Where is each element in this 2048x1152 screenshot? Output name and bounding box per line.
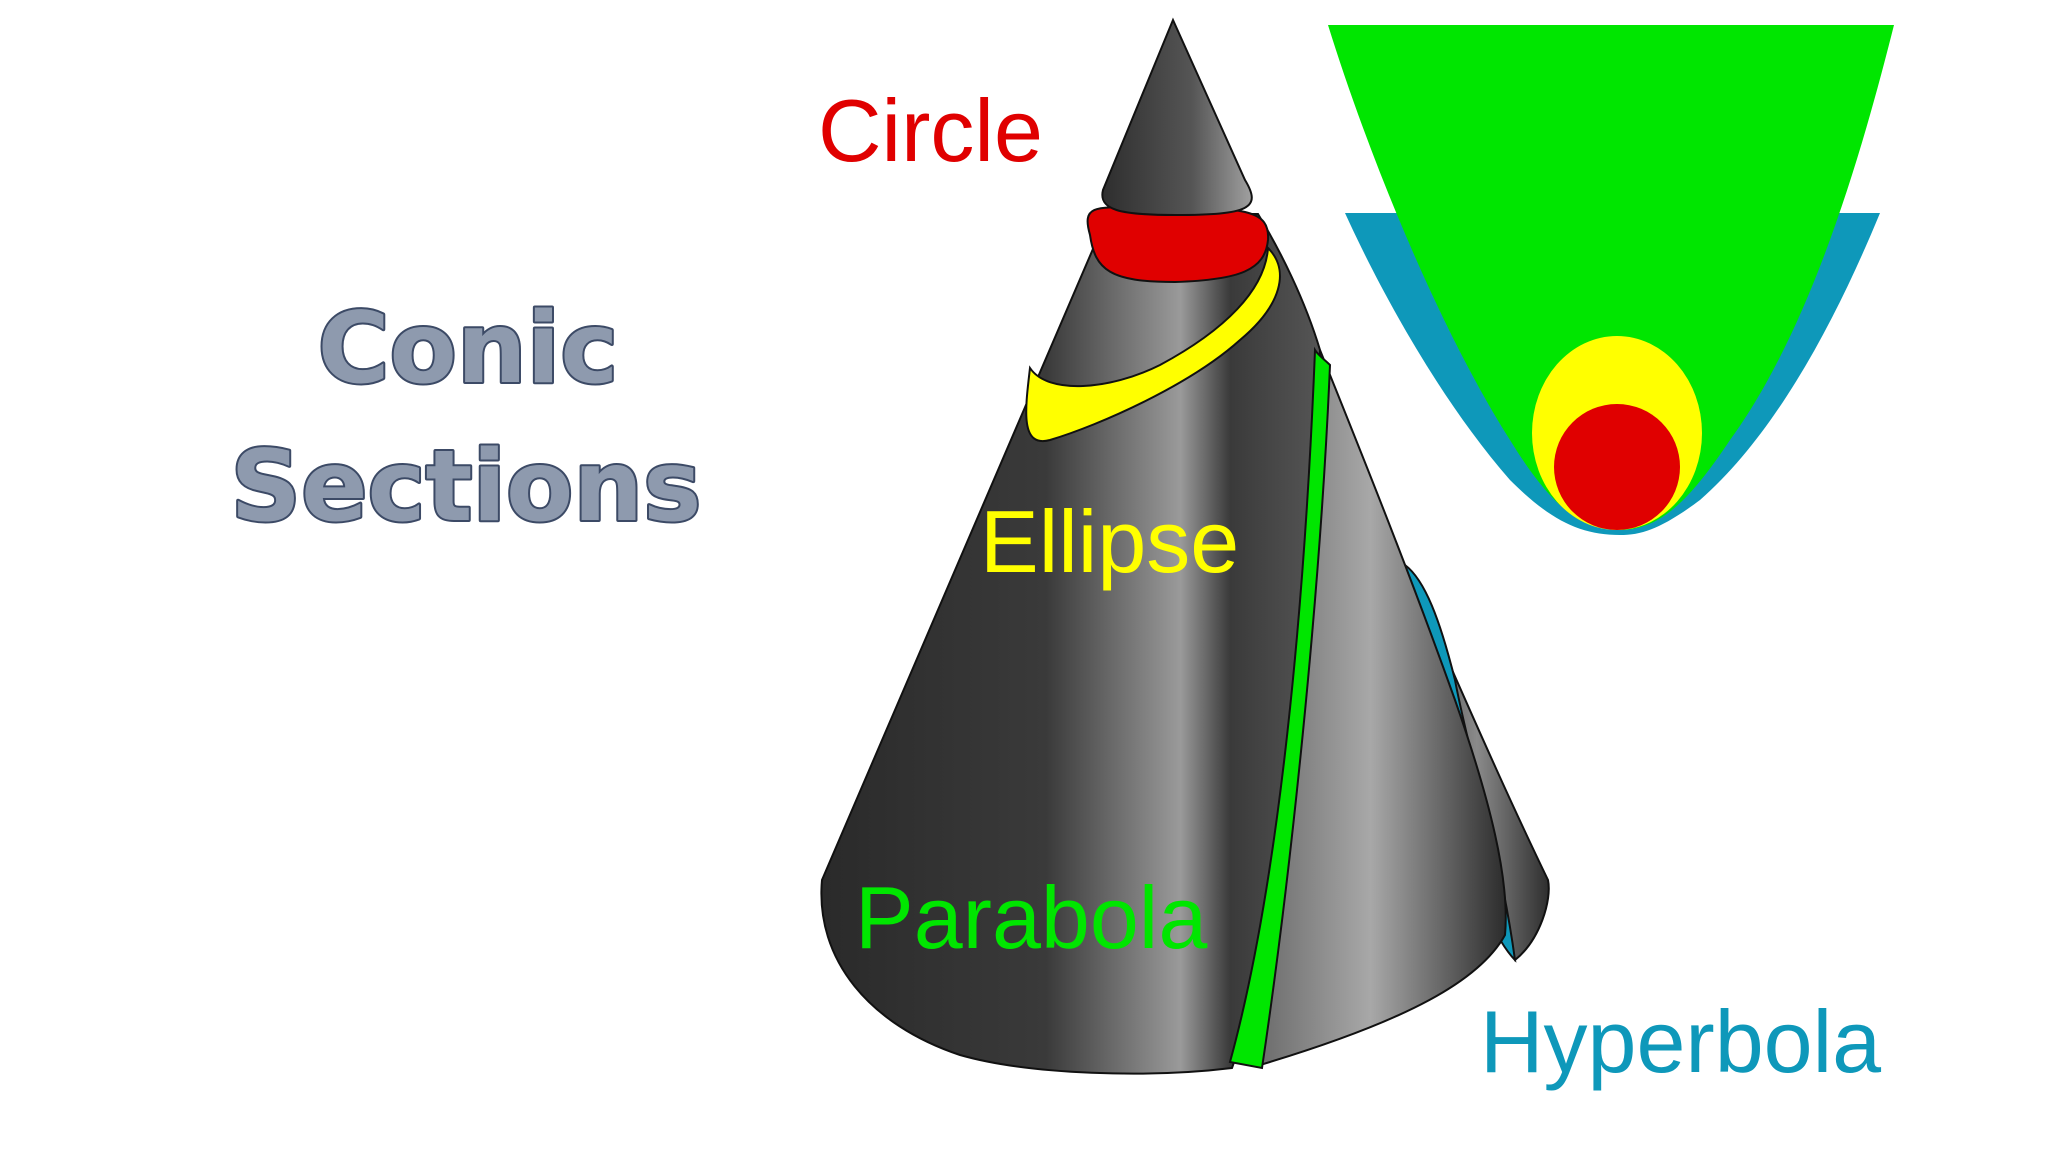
circle-shape [1554,404,1680,530]
ellipse-band [1025,245,1281,443]
title-line-2: Sections [230,430,701,544]
nested-conics-figure [1328,25,1894,535]
label-parabola: Parabola [855,868,1207,967]
parabola-shape [1328,25,1894,530]
label-ellipse: Ellipse [980,492,1239,591]
section-labels: Circle Ellipse Parabola Hyperbola [818,81,1881,1091]
diagram-title: Conic Sections [228,290,703,546]
circle-band [1086,206,1270,284]
label-hyperbola: Hyperbola [1480,992,1881,1091]
cone-tip [1101,17,1253,217]
parabola-cut-face [1228,346,1332,1070]
title-line-1: Conic [318,292,619,406]
label-circle: Circle [818,81,1043,180]
cone-illustration [820,17,1550,1075]
